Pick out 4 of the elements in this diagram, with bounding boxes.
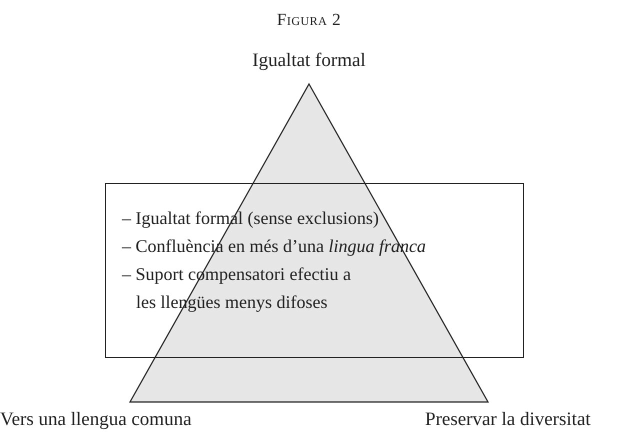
figure-title: Figura 2 xyxy=(276,10,342,30)
vertex-label: Vers una llengua comuna xyxy=(0,409,192,431)
vertex-label: Preservar la diversitat xyxy=(425,409,591,431)
apex-label: Igualtat formal xyxy=(251,50,367,72)
